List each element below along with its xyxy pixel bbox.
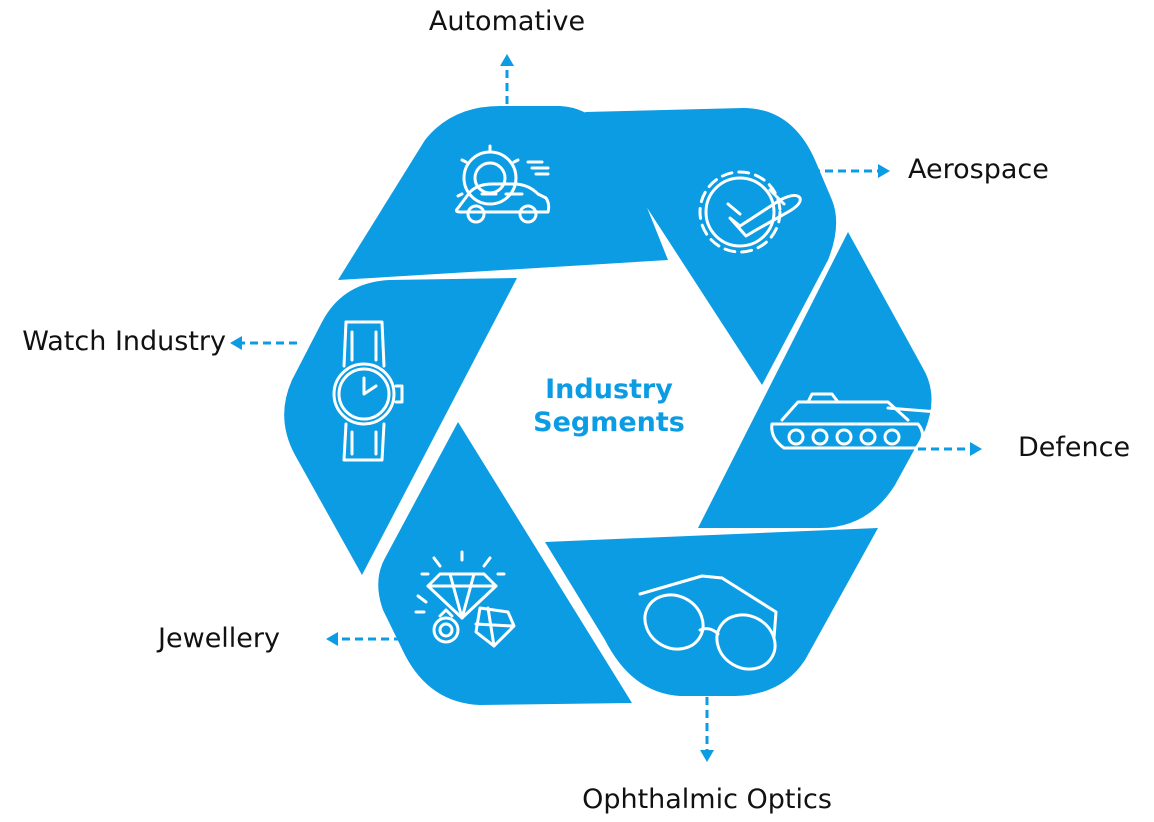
arrowhead-automative <box>500 54 514 66</box>
arrowhead-watch-industry <box>230 336 242 350</box>
wristwatch-icon <box>332 320 404 462</box>
label-ophthalmic-optics: Ophthalmic Optics <box>582 784 832 815</box>
label-defence: Defence <box>1018 432 1130 463</box>
arrowhead-aerospace <box>878 164 890 178</box>
arrowhead-defence <box>970 442 982 456</box>
segment-shapes <box>284 106 932 705</box>
segment-ophthalmic-optics <box>545 528 878 696</box>
center-title-line1: Industry <box>545 374 673 405</box>
eyeglasses-icon <box>638 574 778 671</box>
label-aerospace: Aerospace <box>908 154 1049 185</box>
segment-aerospace <box>585 108 837 385</box>
segment-watch-industry <box>284 278 517 575</box>
segment-defence <box>698 232 932 528</box>
label-watch-industry: Watch Industry <box>22 326 226 357</box>
arrowhead-ophthalmic-optics <box>700 750 714 762</box>
label-jewellery: Jewellery <box>156 623 280 654</box>
connectors <box>230 54 982 762</box>
label-automative: Automative <box>429 6 585 37</box>
car-gear-icon <box>454 144 551 224</box>
tank-icon <box>770 392 940 450</box>
segment-automative <box>338 106 668 280</box>
center-title-line2: Segments <box>533 407 685 438</box>
plane-gear-icon <box>698 170 802 254</box>
diamond-ring-icon <box>414 550 516 648</box>
arrowhead-jewellery <box>326 632 338 646</box>
